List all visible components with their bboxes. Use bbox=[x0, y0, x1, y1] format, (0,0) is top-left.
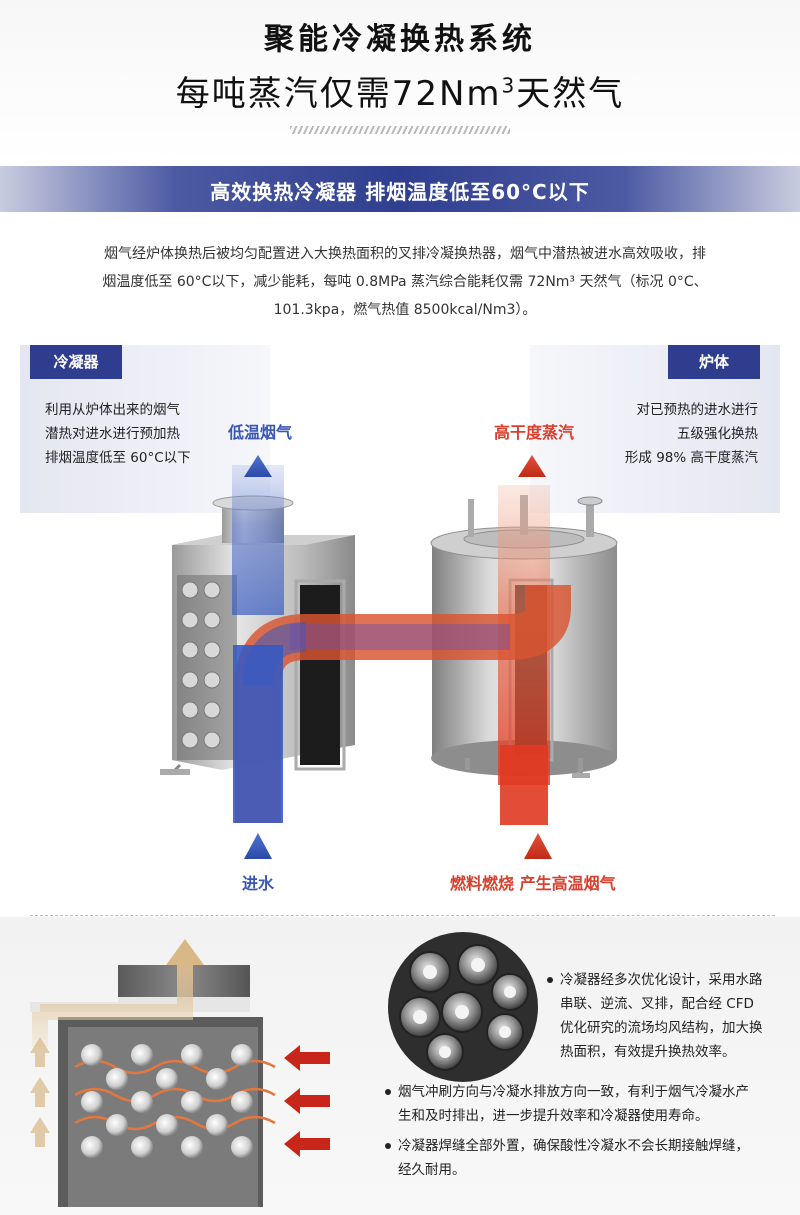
header-divider bbox=[290, 126, 510, 134]
condenser-description: 利用从炉体出来的烟气 潜热对进水进行预加热 排烟温度低至 60°C以下 bbox=[45, 398, 191, 470]
banner-title: 高效换热冷凝器 排烟温度低至60°C以下 bbox=[210, 180, 590, 204]
arrow-up-blue-bottom bbox=[244, 833, 272, 859]
condenser-cross-section bbox=[30, 939, 330, 1207]
header: 聚能冷凝换热系统 每吨蒸汽仅需72Nm3天然气 bbox=[0, 0, 800, 165]
arrow-up-blue-top bbox=[244, 455, 272, 477]
headline-superscript: 3 bbox=[501, 73, 517, 98]
bullet-line: 经久耐用。 bbox=[398, 1162, 466, 1178]
condenser-desc-line: 潜热对进水进行预加热 bbox=[45, 426, 180, 442]
intro-line: 烟气经炉体换热后被均匀配置进入大换热面积的叉排冷凝换热器，烟气中潜热被进水高效吸… bbox=[104, 246, 706, 262]
feature-bullet: 烟气冲刷方向与冷凝水排放方向一致，有利于烟气冷凝水产 生和及时排出，进一步提升效… bbox=[385, 1080, 788, 1128]
bullet-dot-icon bbox=[385, 1143, 391, 1149]
condenser-desc-line: 排烟温度低至 60°C以下 bbox=[45, 450, 191, 466]
system-diagram: 冷凝器 炉体 利用从炉体出来的烟气 潜热对进水进行预加热 排烟温度低至 60°C… bbox=[0, 345, 800, 905]
section-banner: 高效换热冷凝器 排烟温度低至60°C以下 bbox=[0, 166, 800, 212]
boiler-desc-line: 五级强化换热 bbox=[677, 426, 758, 442]
condenser-tag: 冷凝器 bbox=[30, 345, 122, 379]
fuel-burning-label: 燃料燃烧 产生高温烟气 bbox=[450, 874, 616, 893]
low-temp-smoke-label: 低温烟气 bbox=[228, 423, 293, 442]
bullet-line: 热面积，有效提升换热效率。 bbox=[560, 1044, 736, 1060]
headline-tail: 天然气 bbox=[516, 74, 625, 114]
intro-line: 101.3kpa，燃气热值 8500kcal/Nm3）。 bbox=[273, 302, 537, 318]
bullet-line: 烟气冲刷方向与冷凝水排放方向一致，有利于烟气冷凝水产 bbox=[398, 1084, 749, 1100]
brand-title: 聚能冷凝换热系统 bbox=[264, 22, 536, 57]
intro-line: 烟温度低至 60°C以下，减少能耗，每吨 0.8MPa 蒸汽综合能耗仅需 72N… bbox=[102, 274, 708, 290]
bullet-line: 优化研究的流场均风结构，加大换 bbox=[560, 1020, 763, 1036]
boiler-tag: 炉体 bbox=[668, 345, 760, 379]
details-illustration bbox=[30, 932, 538, 1207]
headline-main: 每吨蒸汽仅需72Nm bbox=[175, 74, 502, 114]
headline: 每吨蒸汽仅需72Nm3天然气 bbox=[0, 66, 800, 115]
bullet-line: 生和及时排出，进一步提升效率和冷凝器使用寿命。 bbox=[398, 1108, 709, 1124]
bullet-dot-icon bbox=[385, 1089, 391, 1095]
feature-bullet: 冷凝器经多次优化设计，采用水路 串联、逆流、叉排，配合经 CFD 优化研究的流场… bbox=[547, 968, 785, 1064]
arrow-up-red-top bbox=[518, 455, 546, 477]
bullet-line: 串联、逆流、叉排，配合经 CFD bbox=[560, 996, 754, 1012]
equipment-illustration bbox=[160, 455, 618, 859]
dashed-divider bbox=[30, 915, 775, 916]
boiler-description: 对已预热的进水进行 五级强化换热 形成 98% 高干度蒸汽 bbox=[500, 398, 758, 470]
bullet-dot-icon bbox=[547, 977, 553, 983]
steam-label: 高干度蒸汽 bbox=[494, 423, 575, 442]
arrow-up-red-bottom bbox=[524, 833, 552, 859]
water-inlet-label: 进水 bbox=[242, 874, 275, 893]
flow-paths bbox=[232, 465, 571, 825]
finned-tube-bundle bbox=[388, 932, 538, 1082]
feature-bullet: 冷凝器焊缝全部外置，确保酸性冷凝水不会长期接触焊缝， 经久耐用。 bbox=[385, 1134, 788, 1182]
condenser-desc-line: 利用从炉体出来的烟气 bbox=[45, 402, 180, 418]
boiler-desc-line: 形成 98% 高干度蒸汽 bbox=[624, 450, 758, 466]
boiler-desc-line: 对已预热的进水进行 bbox=[636, 402, 759, 418]
bullet-line: 冷凝器经多次优化设计，采用水路 bbox=[560, 972, 763, 988]
intro-paragraph: 烟气经炉体换热后被均匀配置进入大换热面积的叉排冷凝换热器，烟气中潜热被进水高效吸… bbox=[40, 240, 770, 324]
bullet-line: 冷凝器焊缝全部外置，确保酸性冷凝水不会长期接触焊缝， bbox=[398, 1138, 749, 1154]
